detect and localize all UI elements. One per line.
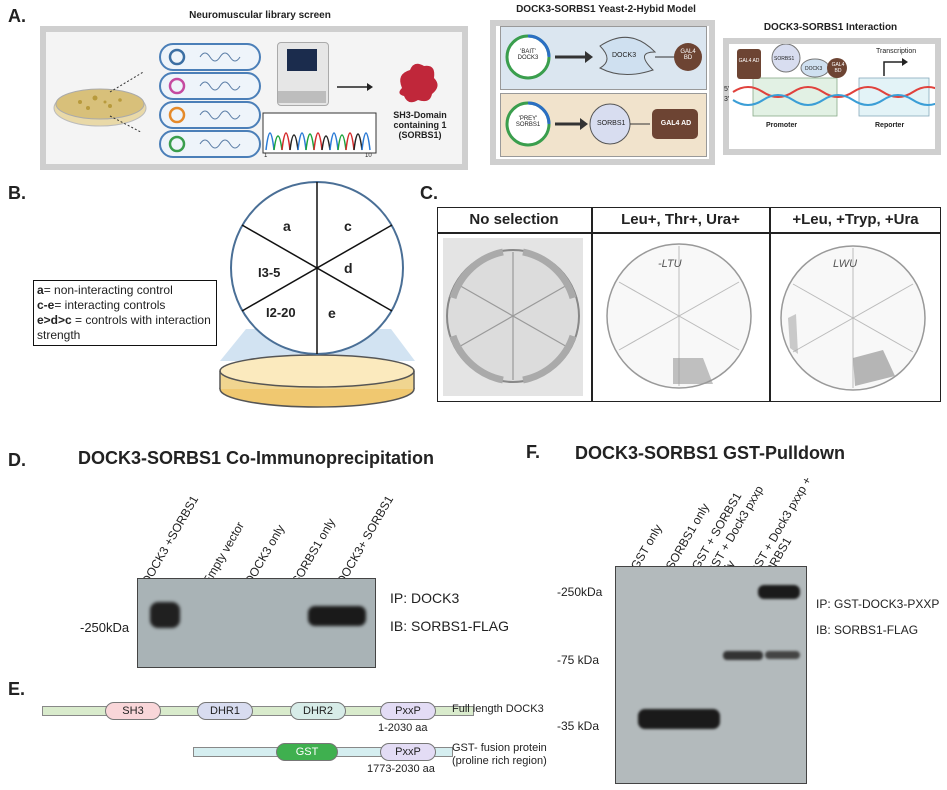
legend-row-edc: e>d>c = controls with interaction streng… — [37, 313, 211, 342]
bait-plasmid-label: 'BAIT' DOCK3 — [517, 49, 539, 61]
panel-label-c: C. — [420, 183, 438, 203]
coip-band-1 — [150, 602, 180, 628]
plate-writing-ltu: -LTU — [658, 258, 682, 270]
sector-i2-20: I2-20 — [266, 305, 296, 320]
promoter-label: Promoter — [766, 122, 798, 129]
bait-domain-label: GAL4 BD — [680, 49, 696, 61]
seq-axis-start: 1 — [264, 153, 268, 159]
pd-marker-75: -75 kDa — [557, 653, 600, 667]
bacteria-plasmid-library — [159, 43, 261, 158]
domain-gst: GST — [276, 743, 338, 761]
transcription-label: Transcription — [876, 48, 917, 55]
pd-lane-1: GST only — [627, 521, 665, 572]
pd-ip-label: IP: GST-DOCK3-PXXP — [816, 597, 940, 611]
pd-band-35 — [638, 709, 720, 729]
pulldown-title: DOCK3-SORBS1 GST-Pulldown — [575, 443, 846, 463]
plate-sector-diagram — [219, 181, 415, 408]
int-bd-label: GAL4 BD — [831, 62, 845, 74]
panel-label-a: A. — [8, 6, 26, 26]
y2h-title: DOCK3-SORBS1 Yeast-2-Hybid Model — [516, 4, 696, 15]
int-sorbs1-label: SORBS1 — [774, 56, 795, 62]
coip-lane-1: DOCK3 +SORBS1 — [138, 493, 202, 587]
domain-pxxp-fusion: PxxP — [380, 743, 436, 761]
transcription-diagram — [732, 44, 935, 117]
dock3-backbone — [42, 706, 474, 716]
interaction-title: DOCK3-SORBS1 Interaction — [763, 22, 898, 33]
result-arrow-icon — [337, 83, 373, 91]
reporter-label: Reporter — [875, 122, 905, 129]
sector-a: a — [283, 218, 291, 234]
cond-ltu: Leu+, Thr+, Ura+ — [621, 211, 740, 228]
full-length-label: Full length DOCK3 — [452, 703, 544, 715]
domain-pxxp-full: PxxP — [380, 702, 436, 720]
plate-divider-2 — [769, 207, 771, 402]
sector-c: c — [344, 218, 352, 234]
strand-3-label: 3' — [724, 96, 730, 103]
panel-label-e: E. — [8, 679, 26, 699]
plate-legend: a= non-interacting control c-e= interact… — [33, 280, 217, 346]
legend-row-ce: c-e= interacting controls — [37, 298, 166, 312]
coip-lane-5: DOCK3+ SORBS1 — [333, 493, 397, 587]
prey-protein-label: SORBS1 — [597, 120, 626, 127]
sector-e: e — [328, 305, 336, 321]
selection-plates — [437, 207, 941, 402]
sector-d: d — [344, 260, 353, 276]
coip-band-5 — [308, 606, 366, 626]
pd-band-75-lane4 — [723, 651, 763, 660]
seq-axis-end: 10 — [365, 153, 372, 159]
coip-title: DOCK3-SORBS1 Co-Immunoprecipitation — [78, 448, 435, 468]
cond-lwu: +Leu, +Tryp, +Ura — [792, 211, 919, 228]
pulldown-blot — [615, 566, 807, 784]
coip-blot — [137, 578, 376, 668]
fusion-label: GST- fusion protein (proline rich region… — [452, 742, 547, 767]
coip-ip-label: IP: DOCK3 — [390, 590, 460, 606]
cond-no-selection: No selection — [469, 211, 559, 228]
screen-title: Neuromuscular library screen — [189, 10, 331, 21]
sequencer-machine — [277, 42, 329, 106]
domain-dhr1: DHR1 — [197, 702, 253, 720]
domain-sh3: SH3 — [105, 702, 161, 720]
int-dock3-label: DOCK3 — [805, 66, 823, 72]
domain-dhr2: DHR2 — [290, 702, 346, 720]
strand-5-label: 5' — [724, 86, 730, 93]
panel-label-f: F. — [526, 442, 541, 462]
legend-row-a: a= non-interacting control — [37, 283, 173, 297]
coip-marker-250: -250kDa — [80, 620, 130, 635]
panel-label-d: D. — [8, 450, 26, 470]
y2h-construct-drawings — [505, 34, 702, 147]
plate-header-line — [437, 232, 941, 234]
fusion-range: 1773-2030 aa — [367, 763, 435, 775]
panel-label-b: B. — [8, 183, 26, 203]
pd-marker-35: -35 kDa — [557, 719, 600, 733]
bait-protein-label: DOCK3 — [612, 52, 637, 59]
int-ad-label: GAL4 AD — [738, 58, 760, 64]
coip-lane-4: SORBS1 only — [288, 515, 339, 587]
pd-ib-label: IB: SORBS1-FLAG — [816, 623, 919, 637]
prey-domain-label: GAL4 AD — [660, 120, 692, 127]
library-petri-dish — [53, 72, 147, 132]
full-length-range: 1-2030 aa — [378, 722, 428, 734]
sorbs1-result-label: SH3-Domain containing 1 (SORBS1) — [393, 110, 447, 140]
sorbs1-protein-icon — [399, 63, 438, 103]
plate-writing-lwu: LWU — [833, 258, 858, 270]
plate-divider-1 — [591, 207, 593, 402]
pd-band-250 — [758, 585, 800, 599]
coip-ib-label: IB: SORBS1-FLAG — [390, 618, 510, 634]
sector-i3-5: I3-5 — [258, 265, 281, 280]
pd-marker-250: -250kDa — [557, 585, 603, 599]
pd-band-75-lane5 — [765, 651, 800, 659]
prey-plasmid-label: 'PREY' SORBS1 — [515, 116, 541, 128]
coip-lane-2: Empty vector — [199, 519, 248, 587]
sequencing-chromatogram — [262, 112, 377, 154]
yeast-growth-plates — [443, 238, 937, 396]
